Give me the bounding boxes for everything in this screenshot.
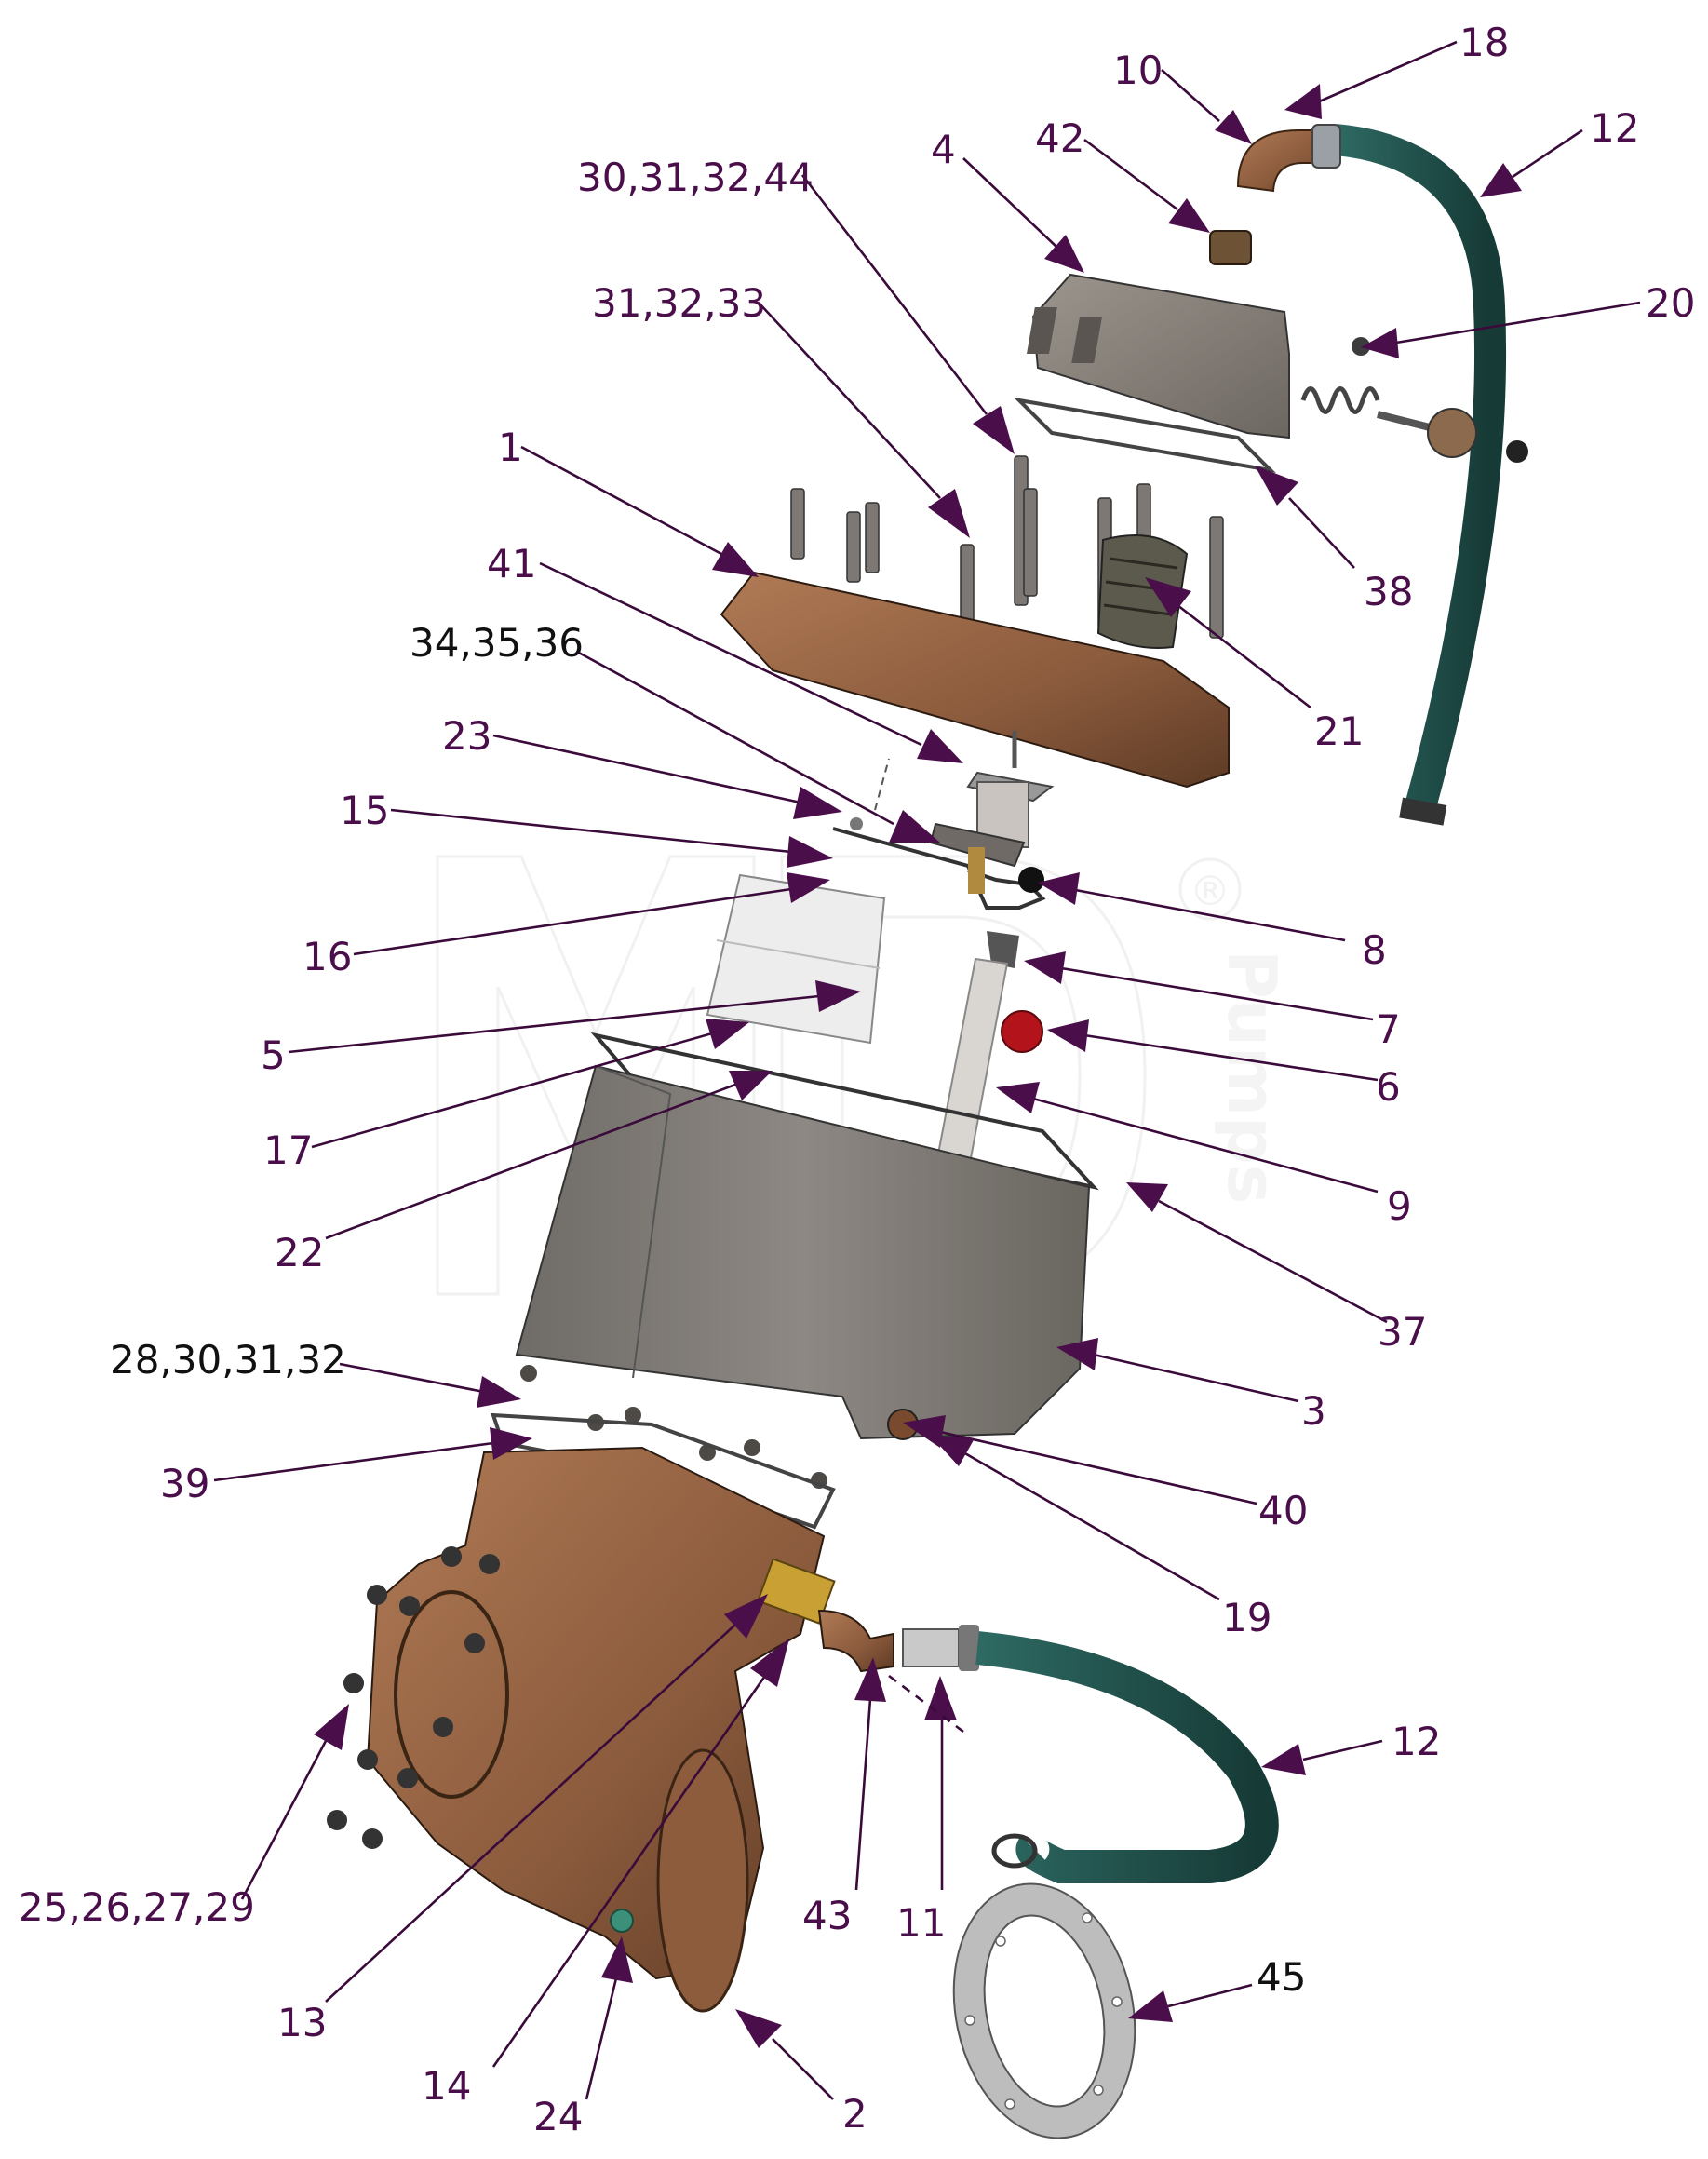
callout-label-4: 4 bbox=[931, 127, 956, 172]
callout-arrow bbox=[314, 1704, 349, 1750]
callout-label-22: 22 bbox=[275, 1230, 324, 1275]
callout-label-3: 3 bbox=[1301, 1388, 1326, 1434]
callout-label-7: 7 bbox=[1376, 1006, 1401, 1052]
spring-valve-assembly bbox=[1300, 337, 1528, 463]
drain-plug-24 bbox=[610, 1909, 634, 1933]
callout-arrow bbox=[924, 1676, 957, 1720]
red-ball-6 bbox=[1001, 1010, 1043, 1053]
callout-label-2: 2 bbox=[842, 2091, 867, 2137]
callout-arrow bbox=[996, 1082, 1040, 1113]
callout-label-24: 24 bbox=[533, 2094, 583, 2139]
callout-label-42: 42 bbox=[1035, 115, 1084, 161]
callout-label-30-31-32-44: 30,31,32,44 bbox=[577, 155, 814, 200]
plug-42 bbox=[1209, 230, 1252, 265]
valve-cover bbox=[1026, 273, 1290, 439]
callout-arrow bbox=[712, 542, 759, 577]
callout-arrow bbox=[1215, 110, 1252, 144]
callout-arrow bbox=[1126, 1182, 1168, 1212]
lower-elbow-fitting bbox=[817, 1609, 979, 1673]
callout-arrow bbox=[706, 1019, 749, 1049]
callout-arrow bbox=[724, 1594, 768, 1639]
callout-label-13: 13 bbox=[277, 2000, 327, 2045]
callout-label-10: 10 bbox=[1113, 47, 1163, 93]
watermark-registered: ® bbox=[1190, 868, 1231, 915]
callout-arrow bbox=[1145, 577, 1191, 617]
callout-arrow bbox=[477, 1376, 521, 1408]
callout-arrow bbox=[1128, 1990, 1173, 2022]
callout-label-37: 37 bbox=[1378, 1309, 1427, 1355]
callout-label-28-30-31-32: 28,30,31,32 bbox=[110, 1337, 346, 1383]
lower-hose bbox=[975, 1631, 1279, 1883]
callout-label-15: 15 bbox=[340, 788, 389, 833]
callout-label-21: 21 bbox=[1314, 708, 1364, 754]
callout-arrow bbox=[1261, 1744, 1306, 1775]
callout-label-31-32-33: 31,32,33 bbox=[592, 280, 766, 326]
callout-arrow bbox=[1044, 235, 1084, 273]
callout-label-40: 40 bbox=[1258, 1488, 1308, 1533]
flange-bolts bbox=[327, 1546, 500, 1849]
callout-arrow bbox=[1284, 84, 1322, 119]
filter-21 bbox=[1096, 534, 1189, 649]
float-rod bbox=[934, 931, 1019, 1175]
callout-label-41: 41 bbox=[487, 541, 536, 587]
callout-arrow bbox=[793, 787, 842, 819]
callout-arrow bbox=[815, 980, 861, 1012]
watermark-word: Pumps bbox=[1213, 950, 1291, 1204]
callout-arrow bbox=[1047, 1019, 1089, 1052]
callout-arrow bbox=[1255, 466, 1298, 506]
ring-45 bbox=[952, 1882, 1136, 2139]
callout-label-23: 23 bbox=[442, 713, 491, 759]
callout-arrow bbox=[973, 406, 1015, 454]
callout-arrow bbox=[1024, 951, 1066, 984]
callout-label-5: 5 bbox=[261, 1032, 286, 1078]
callout-arrow bbox=[729, 1071, 773, 1100]
float-mechanism bbox=[832, 731, 1055, 910]
callout-label-12-upper: 12 bbox=[1590, 105, 1639, 151]
callout-arrow bbox=[601, 1936, 633, 1983]
callout-label-39: 39 bbox=[160, 1461, 209, 1506]
callout-label-6: 6 bbox=[1376, 1064, 1401, 1110]
callout-label-25-26-27-29: 25,26,27,29 bbox=[19, 1884, 255, 1930]
callout-group: 18 10 12 42 4 30,31,32,44 31,32,33 20 1 bbox=[19, 20, 1695, 2139]
callout-label-34-35-36: 34,35,36 bbox=[410, 620, 584, 666]
callout-arrow bbox=[931, 1436, 975, 1466]
callout-label-20: 20 bbox=[1646, 280, 1695, 326]
callout-label-16: 16 bbox=[303, 934, 352, 979]
callout-arrow bbox=[1038, 872, 1080, 905]
callout-arrow bbox=[787, 836, 833, 868]
callout-arrow bbox=[1168, 198, 1210, 233]
upper-hose bbox=[1334, 124, 1507, 826]
callout-arrow bbox=[917, 729, 963, 763]
callout-arrow bbox=[735, 2009, 782, 2048]
callout-label-12-lower: 12 bbox=[1392, 1719, 1441, 1764]
base-housing bbox=[366, 1446, 836, 2013]
tank-top-cover bbox=[720, 571, 1230, 789]
callout-arrow bbox=[889, 810, 940, 843]
callout-label-11: 11 bbox=[896, 1900, 946, 1946]
callout-arrow bbox=[490, 1427, 532, 1460]
callout-arrow bbox=[1361, 328, 1399, 358]
gasket-38 bbox=[1014, 397, 1276, 474]
gasket-37 bbox=[590, 1032, 1099, 1191]
callout-label-18: 18 bbox=[1459, 20, 1509, 65]
callout-label-14: 14 bbox=[422, 2063, 471, 2109]
callout-label-38: 38 bbox=[1364, 569, 1413, 614]
callout-arrow bbox=[1480, 163, 1522, 197]
callout-arrow bbox=[928, 489, 970, 538]
callout-label-9: 9 bbox=[1387, 1183, 1412, 1229]
callout-label-1: 1 bbox=[498, 425, 523, 470]
callout-label-19: 19 bbox=[1222, 1595, 1271, 1640]
callout-arrow bbox=[787, 872, 830, 903]
callout-label-17: 17 bbox=[263, 1127, 313, 1173]
upper-elbow-fitting bbox=[1236, 124, 1341, 193]
callout-arrow bbox=[750, 1639, 789, 1687]
callout-label-8: 8 bbox=[1362, 927, 1387, 973]
callout-arrow bbox=[854, 1657, 886, 1702]
callout-arrow bbox=[1056, 1338, 1098, 1370]
callout-label-43: 43 bbox=[802, 1893, 852, 1938]
callout-label-45: 45 bbox=[1257, 1954, 1306, 2000]
